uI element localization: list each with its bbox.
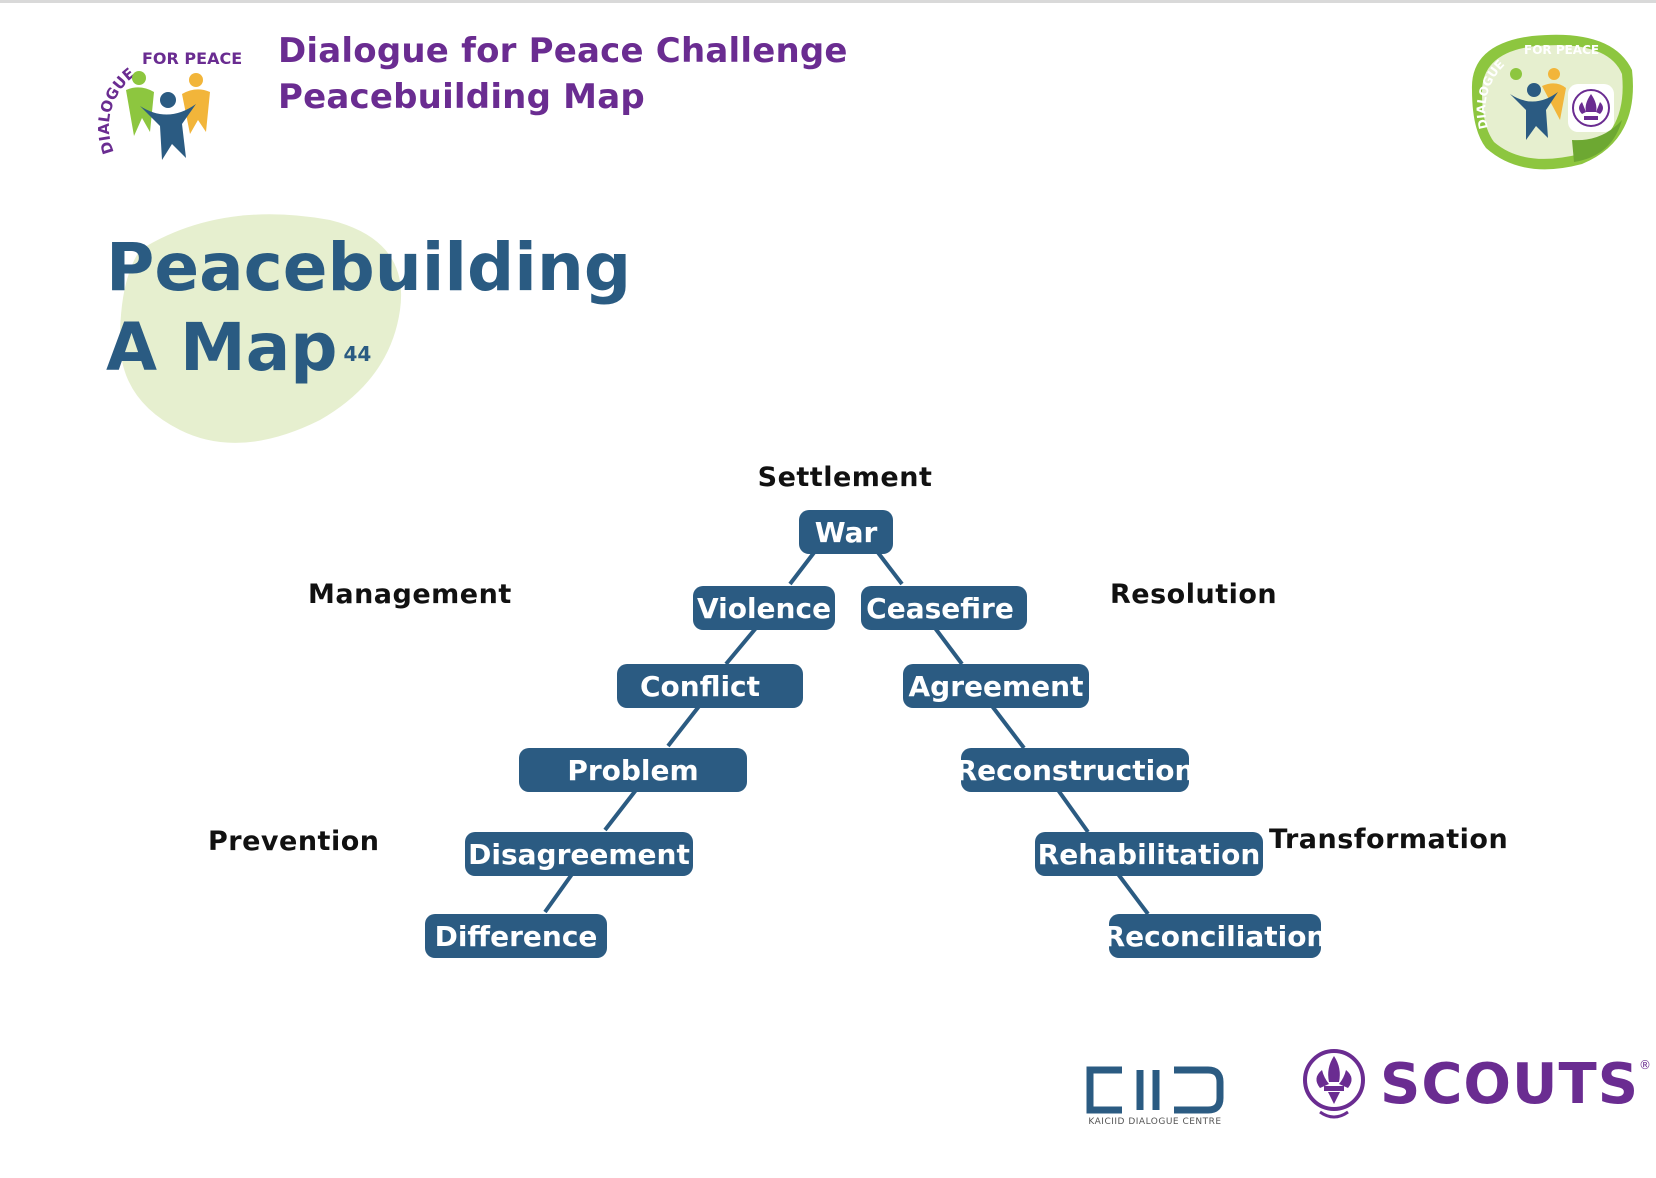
node-conflict: Conflict — [617, 664, 803, 708]
label-management: Management — [308, 579, 512, 610]
connector-rehabilitation-reconciliation — [1116, 872, 1150, 916]
label-transformation: Transformation — [1269, 824, 1508, 855]
connector-agreement-reconstruction — [990, 704, 1026, 750]
node-problem-label: Problem — [567, 754, 698, 787]
header-title-line2: Peacebuilding Map — [278, 77, 645, 117]
svg-text:FOR PEACE: FOR PEACE — [1524, 43, 1599, 57]
kaiciid-logo — [1086, 1066, 1224, 1114]
scouts-wordmark: SCOUTS® — [1380, 1052, 1652, 1117]
node-rehabilitation-label: Rehabilitation — [1038, 838, 1261, 871]
connector-disagreement-problem — [603, 788, 638, 832]
node-violence-label: Violence — [697, 592, 831, 625]
dialogue-for-peace-logo: DIALOGUE FOR PEACE — [96, 49, 242, 160]
node-reconciliation-label: Reconciliation — [1104, 920, 1327, 953]
node-agreement-label: Agreement — [909, 670, 1084, 703]
node-difference: Difference — [425, 914, 607, 958]
node-ceasefire: Ceasefire — [861, 586, 1027, 630]
node-difference-label: Difference — [435, 920, 598, 953]
scouts-word: SCOUTS — [1380, 1052, 1640, 1117]
connector-violence-war — [788, 548, 818, 586]
connector-ceasefire-agreement — [933, 626, 964, 666]
node-reconstruction: Reconstruction — [956, 748, 1195, 792]
scouts-registered-mark: ® — [1639, 1058, 1653, 1072]
node-reconciliation: Reconciliation — [1104, 914, 1327, 958]
node-disagreement-label: Disagreement — [468, 838, 690, 871]
connector-war-ceasefire — [874, 548, 904, 586]
node-conflict-label: Conflict — [640, 670, 760, 703]
kaiciid-caption: KAICIID DIALOGUE CENTRE — [1088, 1117, 1222, 1127]
top-border — [0, 0, 1656, 3]
node-agreement: Agreement — [903, 664, 1089, 708]
label-resolution: Resolution — [1110, 579, 1277, 610]
label-prevention: Prevention — [208, 826, 379, 857]
node-disagreement: Disagreement — [465, 832, 693, 876]
node-war-label: War — [815, 516, 878, 549]
footnote-marker: 44 — [343, 342, 372, 366]
node-violence: Violence — [693, 586, 835, 630]
connector-difference-disagreement — [543, 868, 577, 914]
connector-problem-conflict — [666, 703, 702, 748]
page-title-line1: Peacebuilding — [106, 229, 632, 306]
node-problem: Problem — [519, 748, 747, 792]
node-reconstruction-label: Reconstruction — [956, 754, 1195, 787]
node-ceasefire-label: Ceasefire — [866, 592, 1014, 625]
title-blob — [120, 214, 402, 443]
page-title-line2-text: A Map — [106, 309, 338, 386]
header-title: Dialogue for Peace Challenge Peacebuildi… — [278, 28, 848, 120]
scouts-emblem — [1303, 1049, 1365, 1119]
label-settlement: Settlement — [758, 462, 933, 493]
svg-text:FOR PEACE: FOR PEACE — [142, 49, 242, 68]
header-title-line1: Dialogue for Peace Challenge — [278, 31, 848, 71]
connector-conflict-violence — [724, 626, 758, 666]
node-rehabilitation: Rehabilitation — [1035, 832, 1263, 876]
node-war: War — [799, 510, 893, 554]
dialogue-for-peace-badge: DIALOGUE FOR PEACE — [1471, 34, 1633, 170]
connectors — [543, 548, 1150, 916]
connector-reconstruction-rehabilitation — [1056, 788, 1090, 834]
